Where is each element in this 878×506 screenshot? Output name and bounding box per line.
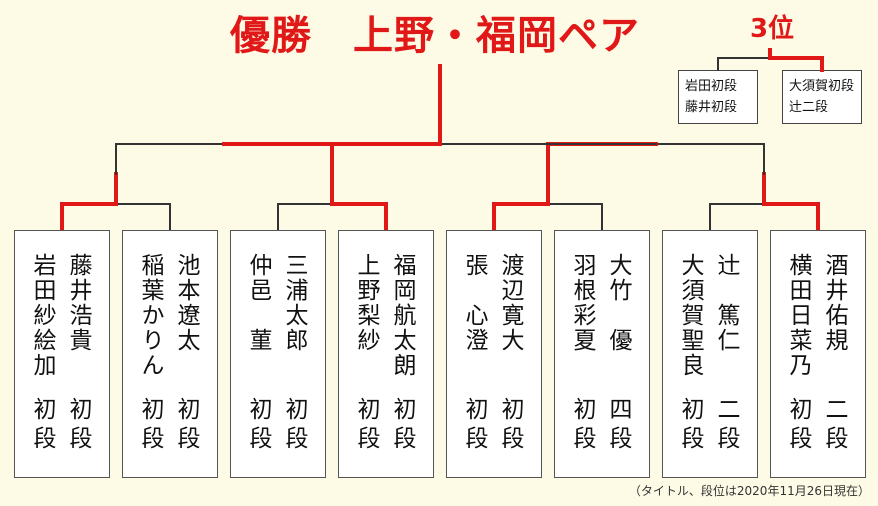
pair-box-4: 福岡航太朗初段上野梨紗初段: [338, 230, 434, 478]
player-name: 張 心澄: [461, 253, 487, 353]
player-rank: 初段: [497, 397, 523, 455]
player-rank: 初段: [569, 397, 595, 455]
player-name: 岩田紗絵加: [29, 253, 55, 378]
pair-box-7: 辻 篤仁二段大須賀聖良初段: [662, 230, 758, 478]
pair-box-3: 三浦太郎初段 仲邑 菫初段: [230, 230, 326, 478]
pair-box-2: 池本遼太初段稲葉かりん初段: [122, 230, 218, 478]
player-rank: 初段: [173, 397, 199, 455]
player-rank: 二段: [821, 397, 847, 455]
third-place-line: 大須賀初段: [789, 79, 855, 94]
player-name: 稲葉かりん: [137, 253, 163, 378]
player-name: 福岡航太朗: [389, 253, 415, 378]
third-place-line: 岩田初段: [685, 79, 738, 94]
player-rank: 二段: [713, 397, 739, 455]
player-rank: 初段: [245, 397, 271, 455]
third-place-line: 藤井初段: [685, 100, 738, 115]
player-name: 藤井浩貴: [65, 253, 91, 353]
player-name: 仲邑 菫: [245, 253, 271, 353]
third-place-line: 辻二段: [789, 100, 829, 115]
third-place-pair-1: 岩田初段 藤井初段: [678, 70, 758, 124]
player-name: 大竹 優: [605, 253, 631, 353]
player-name: 渡辺寛大: [497, 253, 523, 353]
player-name: 辻 篤仁: [713, 253, 739, 353]
player-name: 大須賀聖良: [677, 253, 703, 378]
third-place-label: 3位: [749, 14, 795, 44]
player-name: 池本遼太: [173, 253, 199, 353]
player-rank: 初段: [353, 397, 379, 455]
player-name: 三浦太郎: [281, 253, 307, 353]
player-name: 羽根彩夏: [569, 253, 595, 353]
player-rank: 初段: [281, 397, 307, 455]
player-rank: 初段: [785, 397, 811, 455]
player-name: 横田日菜乃: [785, 253, 811, 378]
player-rank: 初段: [65, 397, 91, 455]
player-name: 上野梨紗: [353, 253, 379, 353]
player-rank: 初段: [461, 397, 487, 455]
player-name: 酒井佑規: [821, 253, 847, 353]
player-rank: 四段: [605, 397, 631, 455]
player-rank: 初段: [389, 397, 415, 455]
footnote: （タイトル、段位は2020年11月26日現在）: [628, 484, 870, 498]
pair-box-6: 大竹 優四段 羽根彩夏初段: [554, 230, 650, 478]
player-rank: 初段: [677, 397, 703, 455]
third-place-pair-2: 大須賀初段 辻二段: [782, 70, 862, 124]
player-rank: 初段: [137, 397, 163, 455]
pair-box-1: 藤井浩貴初段岩田紗絵加初段: [14, 230, 110, 478]
winner-title: 優勝 上野・福岡ペア: [230, 13, 640, 59]
pair-box-8: 酒井佑規二段横田日菜乃初段: [770, 230, 866, 478]
player-rank: 初段: [29, 397, 55, 455]
pair-box-5: 渡辺寛大初段 張 心澄初段: [446, 230, 542, 478]
